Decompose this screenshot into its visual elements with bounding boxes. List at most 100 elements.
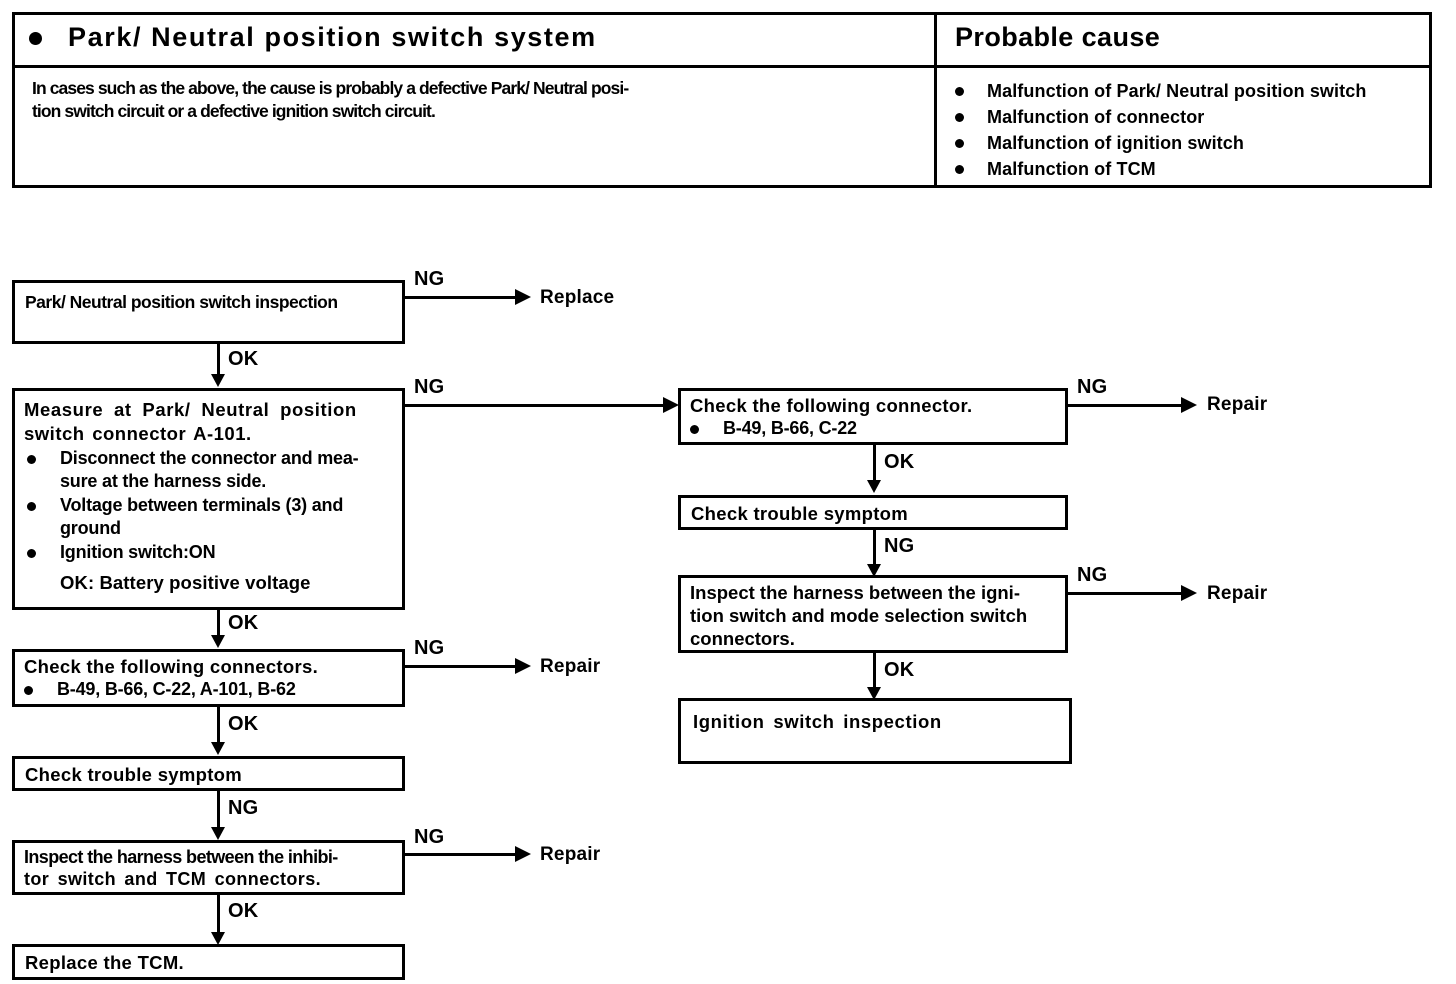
list-item: Malfunction of Park/ Neutral position sw… <box>955 78 1425 104</box>
flow-box-ok-note: OK: Battery positive voltage <box>60 572 311 593</box>
edge-label-ng-5: NG <box>414 826 445 848</box>
bullet-icon <box>955 139 964 148</box>
flow-box-park-neutral-switch-inspection: Park/ Neutral position switch inspection <box>12 280 405 344</box>
edge-arrowhead-ng-3 <box>515 658 531 674</box>
edge-arrowhead-ok-3 <box>211 742 225 755</box>
flow-box-check-connectors-left: Check the following connectors. B-49, B-… <box>12 649 405 707</box>
flow-box-measure-connector-a101: Measure at Park/ Neutral position switch… <box>12 388 405 610</box>
cause-label: Malfunction of ignition switch <box>987 133 1244 153</box>
probable-cause-list: Malfunction of Park/ Neutral position sw… <box>955 78 1425 182</box>
bullet-icon <box>955 87 964 96</box>
flow-box-label: Check trouble symptom <box>25 764 243 785</box>
edge-line-ng-2 <box>405 404 667 407</box>
cause-label: Malfunction of Park/ Neutral position sw… <box>987 81 1367 101</box>
flow-box-line-2: tor switch and TCM connectors. <box>24 869 322 889</box>
flow-box-line-3: connectors. <box>690 628 795 649</box>
table-header-row <box>15 15 1429 68</box>
bullet-icon <box>955 165 964 174</box>
flow-box-line-1: Inspect the harness between the igni- <box>690 582 1020 603</box>
flow-box-line-2: tion switch and mode selection switch <box>690 605 1028 626</box>
system-description: In cases such as the above, the cause is… <box>32 77 912 123</box>
flow-box-title-line-2: switch connector A-101. <box>24 423 252 444</box>
flow-box-bullet-list: B-49, B-66, C-22 <box>690 417 1061 440</box>
cause-label: Malfunction of TCM <box>987 159 1156 179</box>
edge-line-ok-r2 <box>873 653 876 689</box>
list-item: Malfunction of ignition switch <box>955 130 1425 156</box>
edge-arrowhead-ng-2 <box>663 397 679 413</box>
edge-label-ng-r3: NG <box>1077 564 1108 586</box>
flow-box-label: Ignition switch inspection <box>693 711 942 732</box>
list-item: B-49, B-66, C-22 <box>690 417 1061 440</box>
list-item: Voltage between terminals (3) and ground <box>24 494 396 540</box>
edge-arrowhead-ok-r2 <box>867 687 881 700</box>
flow-box-check-connector-right: Check the following connector. B-49, B-6… <box>678 388 1068 445</box>
flow-box-check-trouble-symptom-right: Check trouble symptom <box>678 495 1068 530</box>
edge-line-ok-4 <box>217 895 220 934</box>
terminal-repair-1: Repair <box>540 656 601 677</box>
edge-line-ng-r3 <box>1068 592 1183 595</box>
edge-label-ng-r2: NG <box>884 535 915 557</box>
probable-cause-table: Park/ Neutral position switch system Pro… <box>12 12 1432 188</box>
description-line-2: tion switch circuit or a defective ignit… <box>32 101 436 121</box>
edge-label-ok-r2: OK <box>884 659 915 681</box>
flow-box-bullet-list: B-49, B-66, C-22, A-101, B-62 <box>24 678 398 701</box>
terminal-repair-3: Repair <box>1207 394 1268 415</box>
bullet-icon <box>27 455 36 464</box>
flow-box-title-line-1: Measure at Park/ Neutral position <box>24 399 357 420</box>
edge-line-ng-r2 <box>873 530 876 566</box>
cause-label: Malfunction of connector <box>987 107 1205 127</box>
flow-box-label: Park/ Neutral position switch inspection <box>25 292 338 312</box>
terminal-replace-1: Replace <box>540 287 615 308</box>
flow-box-line-1: Inspect the harness between the inhibi- <box>24 847 338 867</box>
probable-cause-title: Probable cause <box>955 22 1161 52</box>
edge-label-ok-r1: OK <box>884 451 915 473</box>
edge-line-ok-3 <box>217 707 220 744</box>
edge-arrowhead-ng-r3 <box>1181 585 1197 601</box>
edge-arrowhead-ok-1 <box>211 374 225 387</box>
edge-arrowhead-ok-4 <box>211 932 225 945</box>
edge-label-ok-2: OK <box>228 612 259 634</box>
edge-arrowhead-ng-r1 <box>1181 397 1197 413</box>
edge-label-ng-r1: NG <box>1077 376 1108 398</box>
edge-line-ng-3 <box>405 665 517 668</box>
terminal-repair-2: Repair <box>540 844 601 865</box>
description-line-1: In cases such as the above, the cause is… <box>32 78 629 98</box>
flow-box-label: Check trouble symptom <box>691 503 909 524</box>
flow-box-title: Check the following connectors. <box>24 656 319 677</box>
edge-label-ok-4: OK <box>228 900 259 922</box>
edge-label-ng-1: NG <box>414 268 445 290</box>
list-item: Malfunction of TCM <box>955 156 1425 182</box>
edge-line-ok-2 <box>217 610 220 637</box>
bullet-icon <box>24 686 33 695</box>
edge-arrowhead-ng-5 <box>515 846 531 862</box>
bullet-label: B-49, B-66, C-22 <box>723 418 857 438</box>
terminal-repair-4: Repair <box>1207 583 1268 604</box>
bullet-icon <box>27 549 36 558</box>
edge-label-ok-1: OK <box>228 348 259 370</box>
list-item: Ignition switch:ON <box>24 541 396 564</box>
bullet-icon <box>690 425 699 434</box>
flow-box-title: Check the following connector. <box>690 395 973 416</box>
edge-line-ok-r1 <box>873 445 876 482</box>
system-title-cell: Park/ Neutral position switch system <box>29 22 597 53</box>
system-title-text: Park/ Neutral position switch system <box>68 22 597 52</box>
flow-box-check-trouble-symptom-left: Check trouble symptom <box>12 756 405 791</box>
edge-arrowhead-ng-1 <box>515 289 531 305</box>
bullet-icon <box>29 32 42 45</box>
edge-arrowhead-ng-r2 <box>867 564 881 577</box>
bullet-label: Voltage between terminals (3) and ground <box>60 495 344 538</box>
edge-line-ng-4 <box>217 791 220 829</box>
edge-label-ng-4: NG <box>228 797 259 819</box>
edge-line-ok-1 <box>217 344 220 376</box>
edge-label-ok-3: OK <box>228 713 259 735</box>
edge-line-ng-1 <box>405 296 517 299</box>
edge-arrowhead-ok-r1 <box>867 480 881 493</box>
list-item: Disconnect the connector and mea- sure a… <box>24 447 396 493</box>
edge-label-ng-2: NG <box>414 376 445 398</box>
edge-line-ng-5 <box>405 853 517 856</box>
list-item: Malfunction of connector <box>955 104 1425 130</box>
flow-box-label: Replace the TCM. <box>25 952 184 973</box>
flow-box-replace-tcm: Replace the TCM. <box>12 944 405 980</box>
edge-arrowhead-ng-4 <box>211 827 225 840</box>
bullet-icon <box>955 113 964 122</box>
